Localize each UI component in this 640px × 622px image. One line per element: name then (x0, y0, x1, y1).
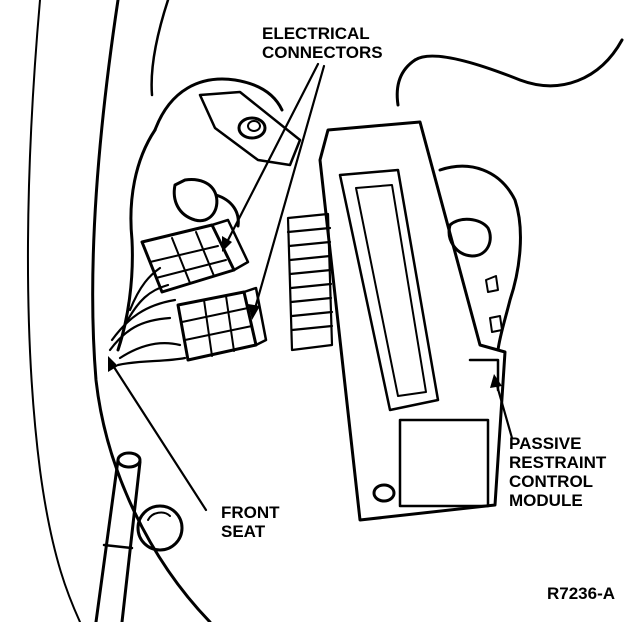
seat-adjust-rod (94, 451, 142, 622)
label-front-seat: FRONT SEAT (221, 503, 280, 541)
trim-bracket (198, 90, 302, 167)
label-electrical-connectors: ELECTRICAL CONNECTORS (262, 24, 383, 62)
figure-code: R7236-A (547, 584, 616, 603)
wiring-harness (108, 266, 187, 367)
leader-arrowheads (108, 236, 502, 388)
seat-knob (136, 504, 184, 552)
right-hand (395, 38, 624, 352)
leader-lines (110, 62, 514, 512)
left-hand (116, 77, 284, 352)
upper-connector (140, 218, 250, 294)
control-module (318, 120, 507, 522)
label-control-module: PASSIVE RESTRAINT CONTROL MODULE (509, 434, 607, 510)
module-connector-teeth (286, 212, 334, 352)
lower-connector (176, 286, 268, 362)
